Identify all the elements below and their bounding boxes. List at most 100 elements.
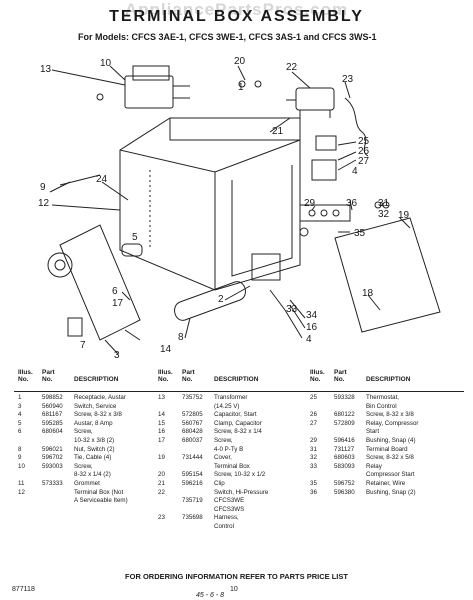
part-description: Screw, [74, 428, 93, 436]
callout-23: 23 [342, 74, 354, 85]
callout-3: 3 [114, 350, 120, 361]
thermostat [315, 135, 337, 151]
callout-1: 1 [238, 82, 244, 93]
callout-26: 26 [358, 146, 370, 157]
part-description: Control [214, 523, 234, 530]
part-number: 735698 [182, 514, 203, 522]
callout-13: 13 [40, 64, 52, 75]
illus-number: 8 [18, 445, 22, 453]
callout-16: 16 [306, 322, 318, 333]
part-description: Austar, 8 Amp [74, 419, 113, 427]
part-description: Relay [366, 462, 382, 470]
column-header: DESCRIPTION [74, 376, 119, 383]
part-description: Terminal Box (Not [74, 488, 124, 496]
part-number: 596380 [334, 488, 355, 496]
callout-34: 34 [306, 310, 318, 321]
part-description: Relay, Compressor [366, 419, 419, 427]
part-number: 735719 [182, 497, 203, 505]
illus-number: 20 [158, 471, 165, 479]
part-description: Screw, 8-32 x 3/8 [366, 411, 414, 419]
illus-number: 22 [158, 488, 165, 496]
illus-number: 26 [310, 411, 317, 419]
service-switch [67, 317, 83, 337]
part-description: Grommet [74, 480, 100, 487]
callout-33: 33 [286, 304, 298, 315]
table-header-rule [14, 391, 464, 392]
part-number: 595285 [42, 419, 63, 427]
start-relay [251, 253, 281, 281]
part-description: Start [366, 428, 380, 436]
part-description: Screw, [214, 437, 233, 444]
callout-7: 7 [80, 340, 86, 351]
illus-number: 31 [310, 445, 317, 453]
illus-number: 11 [18, 480, 25, 487]
callout-19: 19 [398, 210, 410, 221]
illus-number: 15 [158, 419, 165, 427]
part-description: Cover, [214, 454, 232, 462]
part-number: 572805 [182, 411, 203, 419]
part-number: 593328 [334, 394, 355, 401]
part-description: Tie, Cable (4) [74, 454, 112, 462]
illus-number: 16 [158, 428, 165, 436]
page-number: 10 [230, 586, 238, 593]
ordering-note: FOR ORDERING INFORMATION REFER TO PARTS … [125, 572, 348, 581]
part-description: Clamp, Capacitor [214, 419, 262, 427]
page-title: TERMINAL BOX ASSEMBLY [109, 8, 364, 25]
illus-number: 17 [158, 437, 165, 444]
column-header: Part No. [334, 369, 347, 383]
part-number: 598852 [42, 394, 63, 401]
part-description: Nut, Switch (2) [74, 445, 115, 453]
part-description: Terminal Board [366, 445, 408, 453]
illus-number: 14 [158, 411, 165, 419]
part-number: 583093 [334, 462, 355, 470]
part-number: 731444 [182, 454, 203, 462]
illus-number: 33 [310, 462, 317, 470]
callout-21: 21 [272, 126, 284, 137]
part-description: Switch, Hi-Pressure [214, 488, 269, 496]
column-header: Illus. No. [158, 369, 173, 383]
part-description: A Serviceable Item) [74, 497, 128, 505]
callout-24: 24 [96, 174, 108, 185]
illus-number: 32 [310, 454, 317, 462]
column-header: Illus. No. [18, 369, 33, 383]
callout-5: 5 [132, 232, 138, 243]
callout-4b: 4 [306, 334, 312, 345]
callout-8: 8 [178, 332, 184, 343]
part-number: 680428 [182, 428, 203, 436]
illus-number: 36 [310, 488, 317, 496]
terminal-board [299, 204, 351, 222]
illus-number: 23 [158, 514, 165, 522]
part-description: Thermostat, [366, 394, 400, 401]
part-number: 596416 [334, 437, 355, 444]
illus-number: 13 [158, 394, 165, 401]
illus-number: 19 [158, 454, 165, 462]
transformer [124, 65, 190, 109]
part-number: 560940 [42, 402, 63, 410]
part-number: 596752 [334, 480, 355, 487]
illus-number: 6 [18, 428, 22, 436]
exploded-diagram: 13 10 20 22 23 1 21 25 26 27 4 9 12 24 2… [38, 56, 441, 361]
part-description: Bin Control [366, 402, 397, 410]
part-description: Screw, 8-32 x 3/8 [74, 411, 122, 419]
part-description: CFCS3WE [214, 497, 245, 505]
part-description: Screw, 8-32 x 5/8 [366, 454, 414, 462]
illus-number: 5 [18, 419, 22, 427]
column-header: Illus. No. [310, 369, 325, 383]
part-description: Terminal Box [214, 462, 250, 470]
part-description: Receptacle, Austar [74, 394, 126, 401]
relay-compressor-start [311, 159, 337, 181]
watermark: AppliancePartsPros.com [124, 0, 349, 19]
part-description: CFCS3WS [214, 505, 245, 513]
part-description: Screw, 10-32 x 1/2 [214, 471, 266, 479]
callout-10: 10 [100, 58, 112, 69]
part-number: 680122 [334, 411, 355, 419]
terminal-box-cover [334, 217, 441, 333]
column-header: Part No. [182, 369, 195, 383]
column-header: DESCRIPTION [366, 376, 411, 383]
part-description: Clip [214, 480, 225, 487]
illus-number: 10 [18, 462, 25, 470]
part-description: 8-32 x 1/4 (2) [74, 471, 111, 479]
callout-27: 27 [358, 156, 370, 167]
callout-32: 32 [378, 209, 390, 220]
callout-25: 25 [358, 136, 370, 147]
